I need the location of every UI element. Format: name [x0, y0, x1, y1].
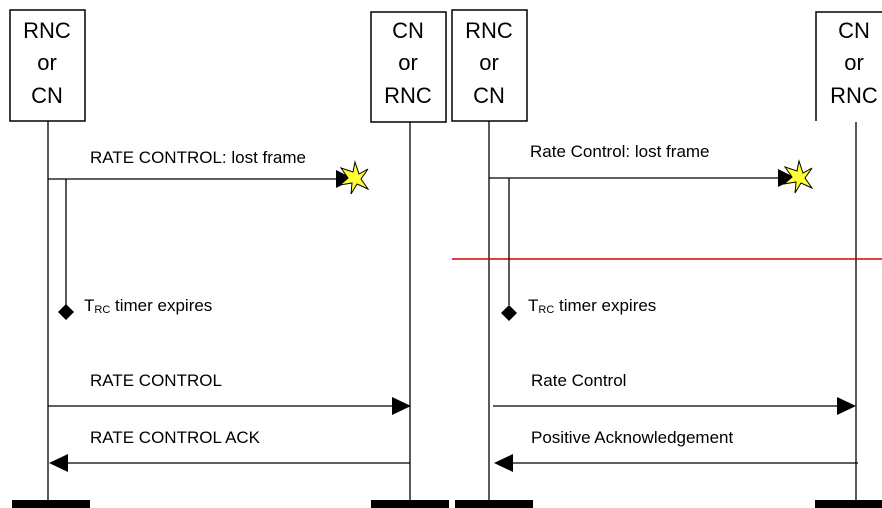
right-msg-rate-control-arrowhead	[837, 397, 856, 415]
left-entity-a-box	[9, 9, 86, 122]
left-timer: TRC timer expires	[58, 179, 212, 320]
timer-diamond-icon	[501, 305, 517, 321]
right-entity-a-line-2: or	[479, 50, 499, 75]
right-msg-lost-label: Rate Control: lost frame	[530, 142, 710, 161]
left-timer-symbol: T	[84, 296, 94, 315]
right-msg-rate-control: Rate Control	[493, 371, 856, 415]
left-entity-a-line-2: or	[37, 50, 57, 75]
left-timer-label: TRC timer expires	[84, 296, 212, 316]
right-entity-a: RNC or CN	[451, 9, 528, 122]
left-msg-ack-arrowhead	[49, 454, 68, 472]
left-entity-b-line-3: RNC	[384, 83, 432, 108]
lost-frame-star-icon	[782, 159, 814, 194]
left-msg-lost-arrowhead	[336, 170, 354, 188]
lost-frame-star-icon	[338, 160, 370, 195]
right-entity-b: CN or RNC	[815, 11, 882, 121]
right-entity-b-line-1: CN	[838, 18, 870, 43]
right-timer-label: TRC timer expires	[528, 296, 656, 316]
right-lifeline-a-end-bar	[455, 500, 533, 508]
right-entity-b-line-3: RNC	[830, 83, 878, 108]
left-lifeline-b-end-bar	[371, 500, 449, 508]
right-msg-ack: Positive Acknowledgement	[494, 428, 858, 472]
right-entity-b-box	[815, 11, 882, 121]
left-entity-b: CN or RNC	[370, 11, 447, 123]
left-timer-subscript: RC	[94, 304, 110, 316]
left-entity-b-line-1: CN	[392, 18, 424, 43]
left-msg-rate-control-arrowhead	[392, 397, 411, 415]
right-entity-a-line-1: RNC	[465, 18, 513, 43]
right-timer-text: timer expires	[554, 296, 656, 315]
left-entity-a-line-1: RNC	[23, 18, 71, 43]
right-timer-subscript: RC	[538, 304, 554, 316]
right-msg-lost-frame: Rate Control: lost frame	[489, 142, 814, 194]
left-msg-ack-label: RATE CONTROL ACK	[90, 428, 261, 447]
right-entity-a-line-3: CN	[473, 83, 505, 108]
left-msg-ack: RATE CONTROL ACK	[49, 428, 410, 472]
right-msg-ack-arrowhead	[494, 454, 513, 472]
right-msg-rate-control-label: Rate Control	[531, 371, 626, 390]
right-lifeline-b-end-bar	[815, 500, 882, 508]
left-entity-b-box	[370, 11, 447, 123]
left-entity-a-line-3: CN	[31, 83, 63, 108]
left-timer-text: timer expires	[110, 296, 212, 315]
timer-diamond-icon	[58, 304, 74, 320]
left-msg-rate-control-label: RATE CONTROL	[90, 371, 222, 390]
right-entity-b-line-2: or	[844, 50, 864, 75]
left-entity-a: RNC or CN	[9, 9, 86, 122]
right-timer: TRC timer expires	[501, 178, 656, 321]
right-timer-symbol: T	[528, 296, 538, 315]
left-msg-lost-label: RATE CONTROL: lost frame	[90, 148, 306, 167]
left-msg-rate-control: RATE CONTROL	[48, 371, 411, 415]
left-lifeline-a-end-bar	[12, 500, 90, 508]
right-msg-ack-label: Positive Acknowledgement	[531, 428, 734, 447]
left-msg-lost-frame: RATE CONTROL: lost frame	[48, 148, 370, 195]
right-sequence-diagram: RNC or CN CN or RNC Rate Control: lost f…	[451, 9, 882, 508]
left-sequence-diagram: RNC or CN CN or RNC RATE CONTROL: lost f…	[9, 9, 449, 508]
left-entity-b-line-2: or	[398, 50, 418, 75]
right-msg-lost-arrowhead	[778, 169, 796, 187]
